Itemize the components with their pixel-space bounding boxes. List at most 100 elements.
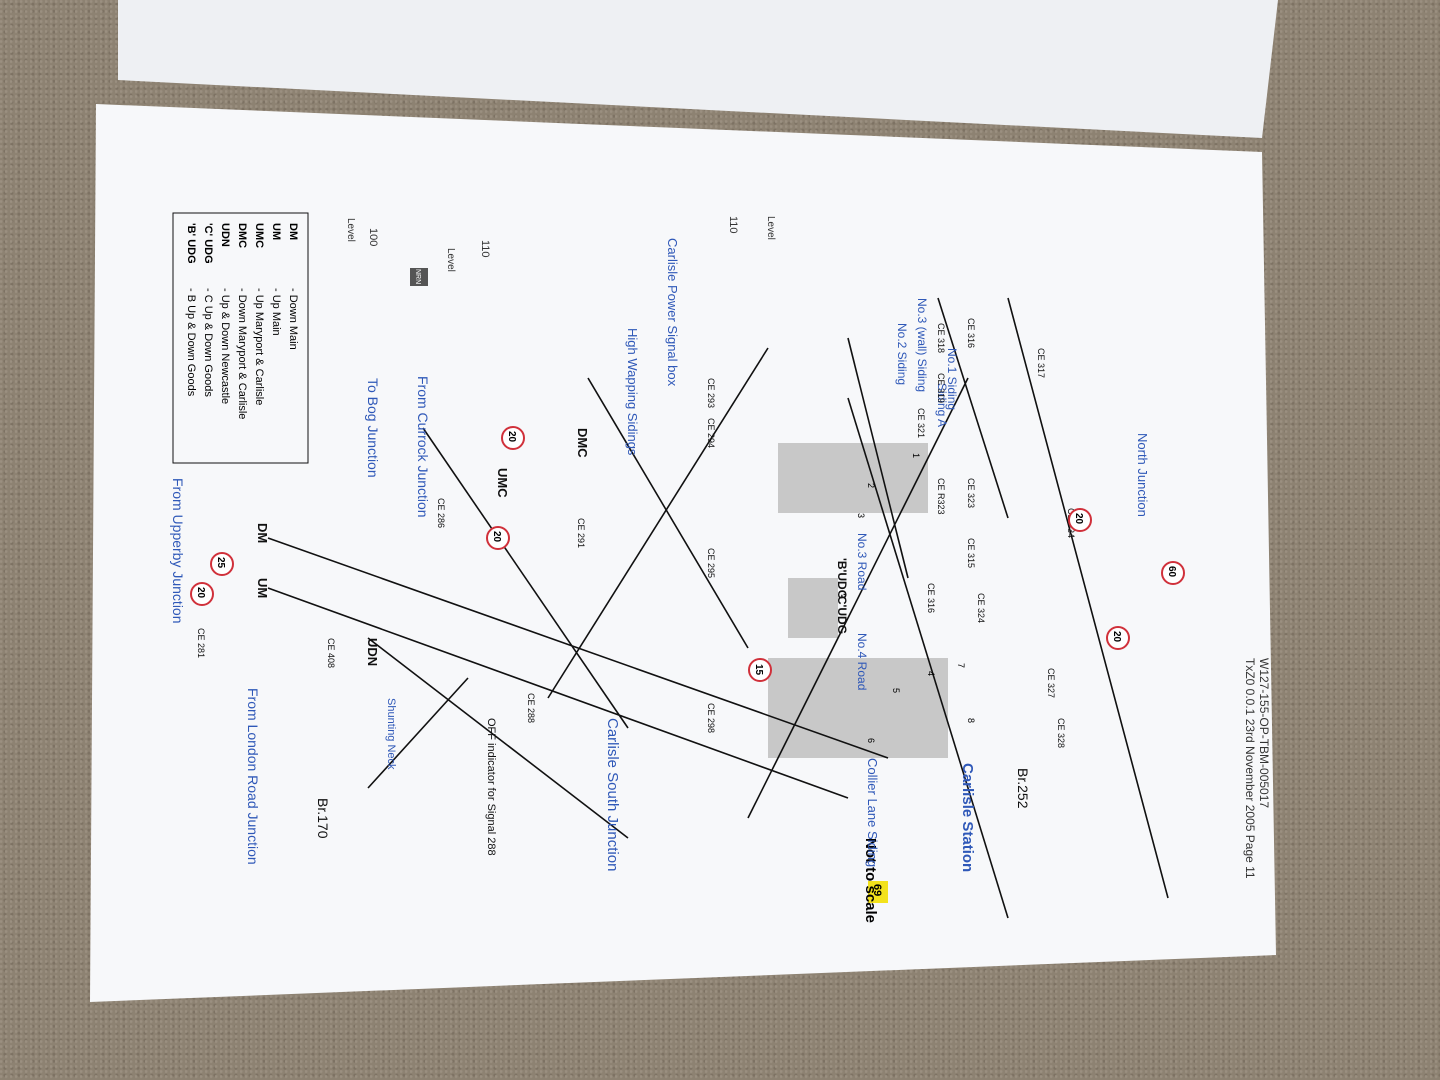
legend-desc: - Up Main [270, 288, 282, 336]
legend-code: 'B' UDG [185, 223, 197, 264]
no3-road: No.3 Road [855, 533, 869, 590]
page-number-badge [868, 881, 888, 903]
siding-no3-wall: No.3 (wall) Siding [915, 298, 929, 392]
siding-no2: No.2 Siding [895, 323, 909, 385]
speed-sign [1106, 626, 1130, 650]
platform-number: 4 [926, 671, 936, 676]
main-page [90, 104, 1276, 1002]
speed-sign [1068, 508, 1092, 532]
speed-value: 20 [195, 587, 206, 599]
siding-no1: No.1 Siding [945, 348, 959, 410]
legend-desc: - Up & Down Newcastle [219, 288, 231, 404]
level-110-b: 110 [479, 240, 491, 258]
legend-code: UM [270, 223, 282, 240]
legend-desc: - B Up & Down Goods [185, 288, 197, 397]
level-label-3: Level [445, 248, 456, 272]
legend-desc: - Down Maryport & Carlisle [236, 288, 248, 419]
legend-entries: DM - Down Main UM - Up Main UMC - Up Mar… [185, 223, 299, 419]
shunting-neck-label: Shunting Neck [385, 698, 397, 770]
br-170-label: Br.170 [315, 798, 331, 839]
signal-plate: CE 294 [706, 418, 716, 448]
carlisle-station-label: Carlisle Station [959, 763, 976, 872]
signal-plate: CE 327 [1046, 668, 1056, 698]
track-main-upper [1007, 297, 1169, 899]
platform-number: 3 [856, 513, 866, 518]
speed-sign [501, 426, 525, 450]
collier-lane-label: Collier Lane Siding [865, 758, 880, 867]
track-cross-2 [747, 377, 969, 819]
speed-value: 25 [215, 557, 226, 569]
track-cross-1 [547, 347, 769, 699]
legend-code: UDN [219, 223, 231, 247]
signal-plate: CE 321 [916, 408, 926, 438]
line-b-udg: 'B'UDG [835, 558, 849, 599]
platform-number: 1 [911, 453, 921, 458]
level-label-1: Level [345, 218, 356, 242]
not-to-scale: Not to scale [862, 838, 879, 923]
signal-plate: CE 328 [1056, 718, 1066, 748]
signal-plate: CE 293 [706, 378, 716, 408]
signal-plate: CE 408 [326, 638, 336, 668]
platform-block [788, 578, 838, 638]
legend-desc: - C Up & Down Goods [202, 288, 214, 397]
logo [410, 268, 428, 286]
speed-sign [486, 526, 510, 550]
speed-value: 20 [491, 531, 502, 543]
legend-code: UMC [253, 223, 265, 248]
platform-numbers: 1 2 3 4 5 6 7 8 [856, 453, 976, 743]
signal-plate: CE 324 [976, 593, 986, 623]
br-252-label: Br.252 [1015, 768, 1031, 809]
level-label-2: Level [765, 216, 776, 240]
speed-value: 60 [1166, 566, 1177, 578]
speed-sign [210, 552, 234, 576]
legend-code: DM [287, 223, 299, 240]
north-junction-label: North Junction [1135, 433, 1150, 517]
line-dm: DM [255, 523, 270, 543]
speed-value: 20 [1111, 631, 1122, 643]
line-um: UM [255, 578, 270, 598]
logo-text: NRN [414, 269, 421, 284]
signal-plate: CE 319 [936, 373, 946, 403]
speed-sign [748, 658, 772, 682]
signal-plate: CE R323 [936, 478, 946, 515]
speed-boards: 60 20 20 20 20 25 20 15 [190, 426, 1185, 682]
track-main-lower [847, 397, 1009, 919]
signal-plate: CE 316 [926, 583, 936, 613]
track-um [267, 587, 849, 799]
platform-number: 5 [891, 688, 901, 693]
off-indicator-label: OFF indicator for Signal 288 [485, 718, 497, 856]
from-london-road-label: From London Road Junction [245, 688, 261, 865]
speed-value: 15 [753, 664, 764, 676]
line-dmc: DMC [575, 428, 590, 458]
platform-block [778, 443, 928, 513]
track-siding-1 [937, 297, 1009, 519]
page-number: 69 [871, 884, 883, 896]
signal-plate: CE 286 [436, 498, 446, 528]
line-umc: UMC [495, 468, 510, 498]
legend-desc: - Down Main [287, 288, 299, 350]
high-wapping-label: High Wapping Sidings [625, 328, 640, 456]
signal-plate: CE 281 [196, 628, 206, 658]
legend-code: DMC [236, 223, 248, 248]
speed-value: 20 [506, 431, 517, 443]
track-dmc [587, 377, 749, 649]
from-currock-label: From Currock Junction [415, 376, 431, 518]
no4-road: No.4 Road [855, 633, 869, 690]
track-shunting [367, 677, 469, 789]
track-dm [267, 537, 889, 759]
tracks [267, 297, 1169, 919]
track-siding-2 [847, 337, 909, 579]
signal-plate: CE 291 [576, 518, 586, 548]
level-100: 100 [367, 228, 379, 246]
platform-number: 8 [966, 718, 976, 723]
signal-box-label: Carlisle Power Signal box [665, 238, 680, 387]
line-udn: UDN [365, 638, 380, 666]
track-udn [367, 637, 629, 839]
track-umc [422, 427, 629, 729]
speed-sign [190, 582, 214, 606]
level-110-a: 110 [727, 216, 739, 234]
platform-block [768, 658, 948, 758]
signal-plate: CE 295 [706, 548, 716, 578]
legend-code: 'C' UDG [202, 223, 214, 264]
